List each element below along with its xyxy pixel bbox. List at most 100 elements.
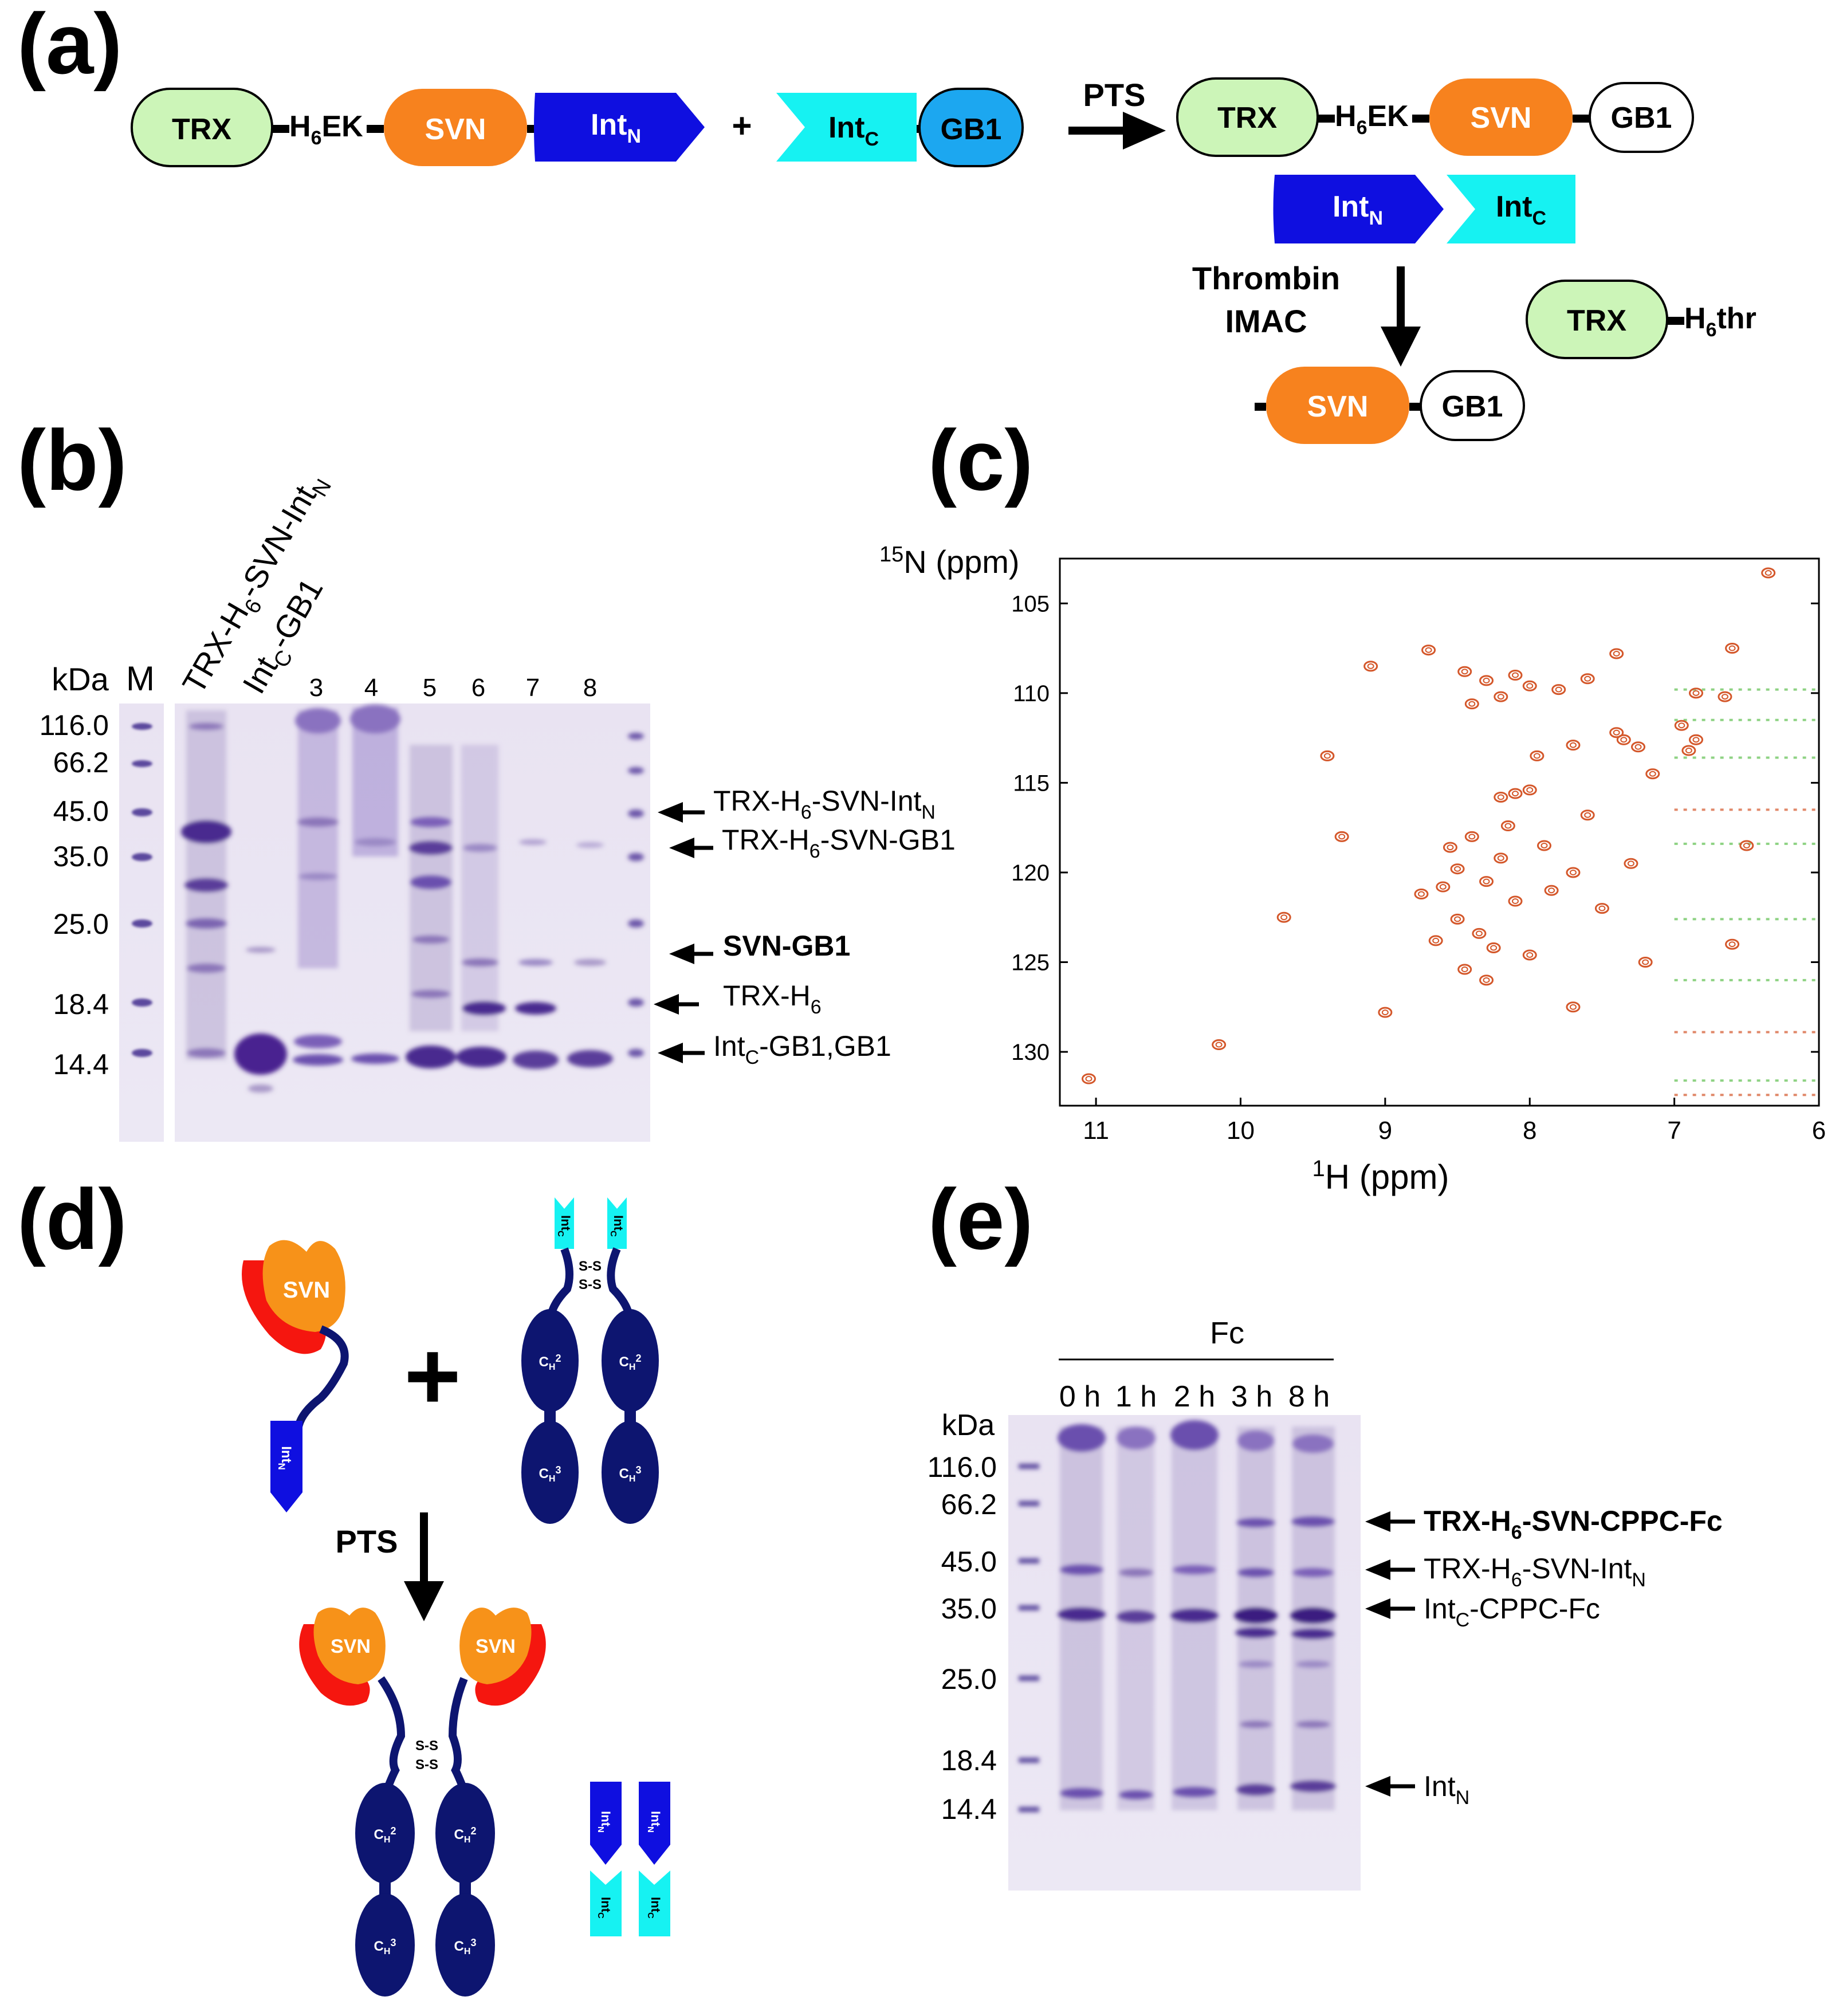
mw-e-116: 116.0	[928, 1451, 997, 1483]
ch3-left	[521, 1421, 579, 1524]
ch3-right-product	[435, 1893, 495, 1997]
nmr-peak-contour	[1526, 787, 1534, 793]
nmr-peak-contour	[1642, 959, 1649, 965]
mw-45: 45.0	[53, 795, 109, 827]
svn-label-product: SVN	[1471, 101, 1532, 135]
nmr-peak	[1479, 876, 1494, 887]
int-n-pair-right	[639, 1782, 670, 1865]
y-tick-label: 115	[1013, 771, 1050, 796]
int-n-label: IntN	[591, 108, 641, 147]
svn-right-product-label: SVN	[475, 1636, 516, 1657]
nmr-peak	[1638, 957, 1653, 968]
mw-18: 18.4	[53, 988, 109, 1020]
panel-d-scheme: SVN IntN + IntC IntC S-S S-S CH2 CH2 CH3…	[242, 1197, 670, 1997]
nmr-peak	[1500, 820, 1515, 832]
nmr-peak	[1566, 740, 1581, 751]
nmr-peak	[1551, 684, 1566, 695]
nmr-peak	[1609, 727, 1624, 738]
ch2-left-product-label: CH2	[374, 1825, 396, 1845]
disulfide-2-d: S-S	[579, 1277, 602, 1292]
int-n-domain	[534, 93, 705, 162]
nmr-peak-contour	[1548, 887, 1555, 894]
mw-e-18: 18.4	[941, 1744, 997, 1777]
int-c-pair-left-label: IntC	[596, 1897, 613, 1919]
nmr-peak-contour	[1447, 844, 1454, 851]
nmr-peak-contour	[1490, 945, 1498, 951]
ch2-right-product	[435, 1783, 495, 1884]
band-label-e-3: IntC-CPPC-Fc	[1424, 1593, 1600, 1631]
nmr-peak	[1580, 673, 1595, 685]
y-tick-label: 120	[1011, 860, 1050, 886]
nmr-peak	[1494, 791, 1508, 803]
nmr-peak-contour	[1417, 891, 1425, 897]
int-c-byproduct	[1447, 175, 1575, 243]
x-tick-label: 10	[1227, 1117, 1255, 1145]
y-tick-label: 110	[1013, 681, 1050, 706]
lane-number-4: 4	[364, 674, 378, 702]
nmr-peak	[1508, 895, 1523, 907]
svn-label-d: SVN	[283, 1278, 330, 1303]
nmr-peak-contour	[1497, 855, 1504, 861]
nmr-peak	[1536, 840, 1551, 851]
nmr-peak-contour	[1497, 694, 1504, 700]
int-c-fc-right-label: IntC	[608, 1215, 626, 1237]
int-n-pair-right-label: IntN	[646, 1811, 663, 1833]
ch2-left	[521, 1309, 579, 1412]
nmr-peak-contour	[1468, 701, 1476, 707]
ch3-left-product	[355, 1893, 415, 1997]
nmr-peak-contour	[1533, 753, 1541, 759]
panel-a-scheme: TRX H6EK SVN IntN + IntC GB1 PTS TRX H6E…	[131, 77, 1756, 444]
h6ek-linker: H6EK	[289, 110, 363, 149]
int-n-d	[270, 1421, 302, 1512]
lane-number-7: 7	[526, 674, 540, 702]
panel-label-c: (c)	[928, 412, 1033, 508]
nmr-peak	[1594, 903, 1609, 914]
h6ek-linker-product: H6EK	[1335, 100, 1409, 139]
pts-label-d: PTS	[336, 1523, 398, 1559]
mw-e-14: 14.4	[941, 1793, 997, 1825]
nmr-peak-contour	[1569, 869, 1577, 875]
mw-25: 25.0	[53, 908, 109, 940]
timepoint-3h: 3 h	[1231, 1380, 1272, 1413]
nmr-peak-contour	[1526, 683, 1534, 689]
nmr-peak	[1378, 1007, 1393, 1018]
panel-b-gel: kDa M TRX-H6-SVN-IntN IntC-GB1 3 4 5 6 7…	[40, 475, 956, 1142]
nmr-peak	[1479, 675, 1494, 686]
nmr-peak-contour	[1541, 842, 1548, 848]
nmr-peak-contour	[1584, 812, 1591, 818]
y-tick-label: 105	[1011, 591, 1050, 616]
nmr-peak	[1725, 938, 1740, 950]
band-label-e-4: IntN	[1424, 1770, 1469, 1809]
svn-orange-left-product	[313, 1608, 386, 1684]
lane-number-6: 6	[471, 674, 485, 702]
nmr-peak-contour	[1367, 663, 1374, 669]
nmr-peak	[1566, 1001, 1581, 1013]
mw-35: 35.0	[53, 840, 109, 873]
mw-14: 14.4	[53, 1048, 109, 1080]
nmr-peak-contour	[1765, 570, 1772, 576]
nmr-peak-contour	[1454, 916, 1461, 922]
nmr-peak	[1450, 863, 1465, 875]
nmr-peak-contour	[1439, 884, 1447, 890]
ch3-right-label: CH3	[619, 1464, 642, 1484]
pts-label-a: PTS	[1083, 77, 1146, 113]
kda-label-b: kDa	[52, 661, 109, 697]
thrombin-arrow	[1381, 327, 1421, 367]
nmr-peak-contour	[1504, 823, 1512, 829]
nmr-peak	[1522, 680, 1537, 691]
nmr-peak	[1320, 750, 1335, 761]
nmr-peak-contour	[1085, 1076, 1093, 1082]
lane-number-5: 5	[423, 674, 437, 702]
nmr-peak-contour	[1338, 834, 1346, 840]
gb1-label: GB1	[941, 113, 1002, 146]
panel-label-a: (a)	[17, 0, 122, 92]
int-n-byproduct	[1273, 175, 1444, 243]
nmr-peak	[1508, 788, 1523, 799]
band-label-e-1: TRX-H6-SVN-CPPC-Fc	[1424, 1505, 1723, 1543]
ch2-right-label: CH2	[619, 1353, 642, 1372]
panel-label-d: (d)	[17, 1171, 127, 1267]
int-c-pair-right-label: IntC	[646, 1897, 663, 1919]
nmr-peak	[1609, 648, 1624, 659]
